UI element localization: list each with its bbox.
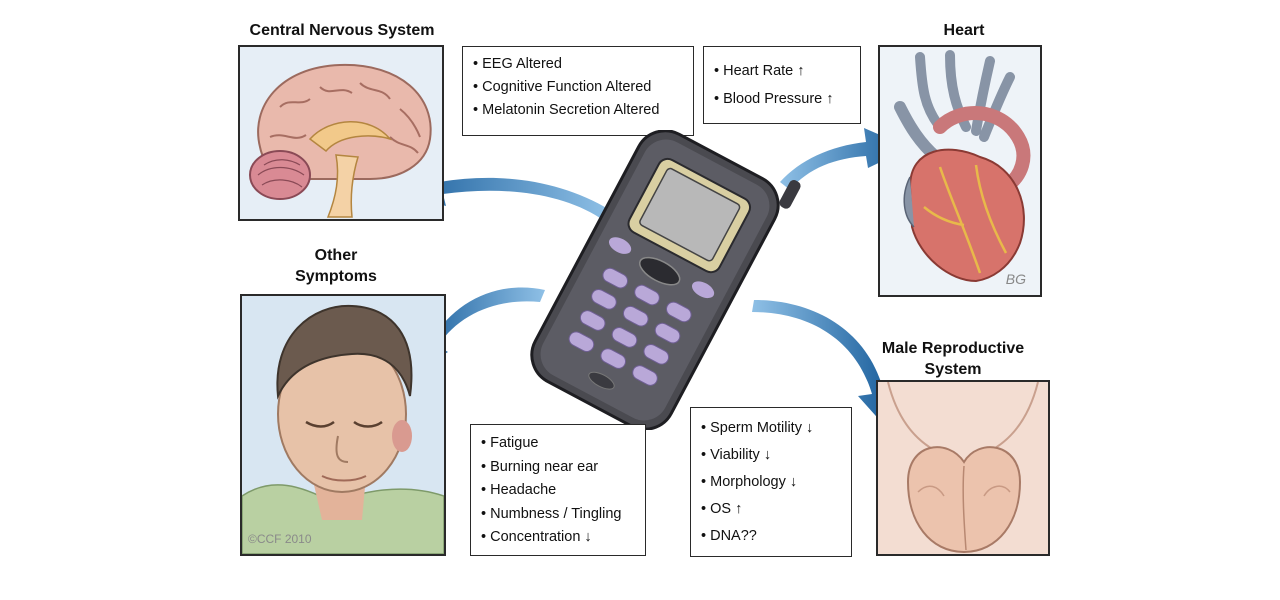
other-symptom-item: Headache <box>481 479 637 503</box>
male-reproductive-illustration <box>876 380 1050 556</box>
heart-effect-item: Blood Pressure ↑ <box>714 85 852 113</box>
male-reproductive-heading: Male Reproductive System <box>881 340 1025 378</box>
phone-keypad <box>568 267 692 386</box>
phone-screen <box>639 167 741 262</box>
male-effect-item: Morphology ↓ <box>701 469 843 496</box>
arrow-to-male <box>752 300 892 434</box>
cns-effect-item: EEG Altered <box>473 53 685 76</box>
cns-effect-item: Melatonin Secretion Altered <box>473 99 685 122</box>
phone-nav-key <box>638 256 681 286</box>
male-effect-item: Sperm Motility ↓ <box>701 415 843 442</box>
brainstem <box>326 154 359 218</box>
cns-effect-item: Cognitive Function Altered <box>473 76 685 99</box>
copyright-text: ©CCF 2010 <box>248 532 312 546</box>
cerebellum <box>249 150 311 200</box>
other-symptom-item: Numbness / Tingling <box>481 503 637 527</box>
other-symptoms-illustration: ©CCF 2010 <box>240 294 446 556</box>
other-symptom-item: Burning near ear <box>481 456 637 480</box>
other-symptom-item: Fatigue <box>481 432 637 456</box>
heart-effect-item: Heart Rate ↑ <box>714 57 852 85</box>
male-effect-item: DNA?? <box>701 523 843 550</box>
heart-illustration: BG <box>878 45 1042 297</box>
other-symptoms-heading: Other Symptoms <box>295 247 377 285</box>
hair <box>276 304 413 400</box>
male-effect-item: OS ↑ <box>701 496 843 523</box>
cns-effects-box: EEG Altered Cognitive Function Altered M… <box>462 46 694 136</box>
cns-heading: Central Nervous System <box>249 22 435 39</box>
other-symptoms-box: Fatigue Burning near ear Headache Numbne… <box>470 424 646 556</box>
cell-phone-illustration <box>530 130 801 430</box>
cns-illustration <box>238 45 444 221</box>
male-effects-box: Sperm Motility ↓ Viability ↓ Morphology … <box>690 407 852 557</box>
heart-heading: Heart <box>943 22 985 39</box>
other-symptom-item: Concentration ↓ <box>481 526 637 550</box>
male-effect-item: Viability ↓ <box>701 442 843 469</box>
heart-effects-box: Heart Rate ↑ Blood Pressure ↑ <box>703 46 861 124</box>
heart-shape <box>908 148 1025 283</box>
artist-signature: BG <box>1005 271 1026 287</box>
arrow-to-heart <box>780 128 910 190</box>
